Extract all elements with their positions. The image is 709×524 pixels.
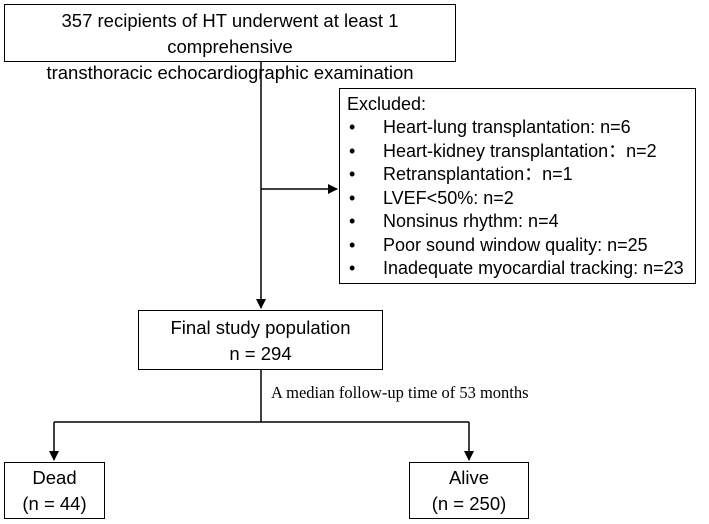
excluded-item: • Retransplantation：n=1 (347, 163, 695, 187)
final-population-label: Final study population (170, 317, 351, 338)
excluded-item: • Heart-lung transplantation: n=6 (347, 116, 695, 140)
followup-label: A median follow-up time of 53 months (271, 383, 529, 402)
excluded-item-text: Nonsinus rhythm: n=4 (383, 211, 559, 231)
excluded-title: Excluded: (347, 94, 427, 114)
dead-label: Dead (32, 467, 77, 488)
excluded-item: • Poor sound window quality: n=25 (347, 234, 695, 258)
bullet-glyph: • (349, 140, 356, 161)
excluded-item-text: Heart-lung transplantation: n=6 (383, 117, 631, 137)
excluded-item: • LVEF<50%: n=2 (347, 187, 695, 211)
final-population-box: Final study population n = 294 (138, 310, 383, 370)
excluded-box: Excluded: • Heart-lung transplantation: n… (339, 88, 696, 284)
excluded-item: • Nonsinus rhythm: n=4 (347, 210, 695, 234)
excluded-item: • Heart-kidney transplantation：n=2 (347, 140, 695, 164)
excluded-item-text: Poor sound window quality: n=25 (383, 234, 648, 255)
alive-label: Alive (448, 467, 490, 488)
enrollment-box: 357 recipients of HT underwent at least … (4, 4, 456, 83)
enrollment-line-1: 357 recipients of HT underwent at least … (61, 10, 399, 57)
bullet-glyph: • (349, 258, 356, 278)
excluded-item-text: LVEF<50%: n=2 (383, 187, 514, 208)
bullet-glyph: • (349, 117, 356, 137)
alive-count: (n = 250) (431, 493, 507, 514)
excluded-item: • Inadequate myocardial tracking: n=23 (347, 257, 695, 281)
excluded-list: • Heart-lung transplantation: n=6 • Heart-… (347, 116, 695, 281)
excluded-item-text: Heart-kidney transplantation：n=2 (383, 140, 657, 161)
bullet-glyph: • (349, 211, 356, 231)
excluded-item-text: Retransplantation：n=1 (383, 164, 573, 184)
bullet-glyph: • (349, 187, 356, 208)
dead-box: Dead (n = 44) (4, 462, 105, 519)
final-population-count: n = 294 (229, 343, 292, 364)
bullet-glyph: • (349, 164, 356, 184)
enrollment-line-2: transthoracic echocardiographic examinat… (46, 62, 414, 83)
dead-count: (n = 44) (22, 493, 87, 514)
excluded-item-text: Inadequate myocardial tracking: n=23 (383, 258, 684, 278)
alive-box: Alive (n = 250) (409, 462, 529, 519)
bullet-glyph: • (349, 234, 356, 255)
